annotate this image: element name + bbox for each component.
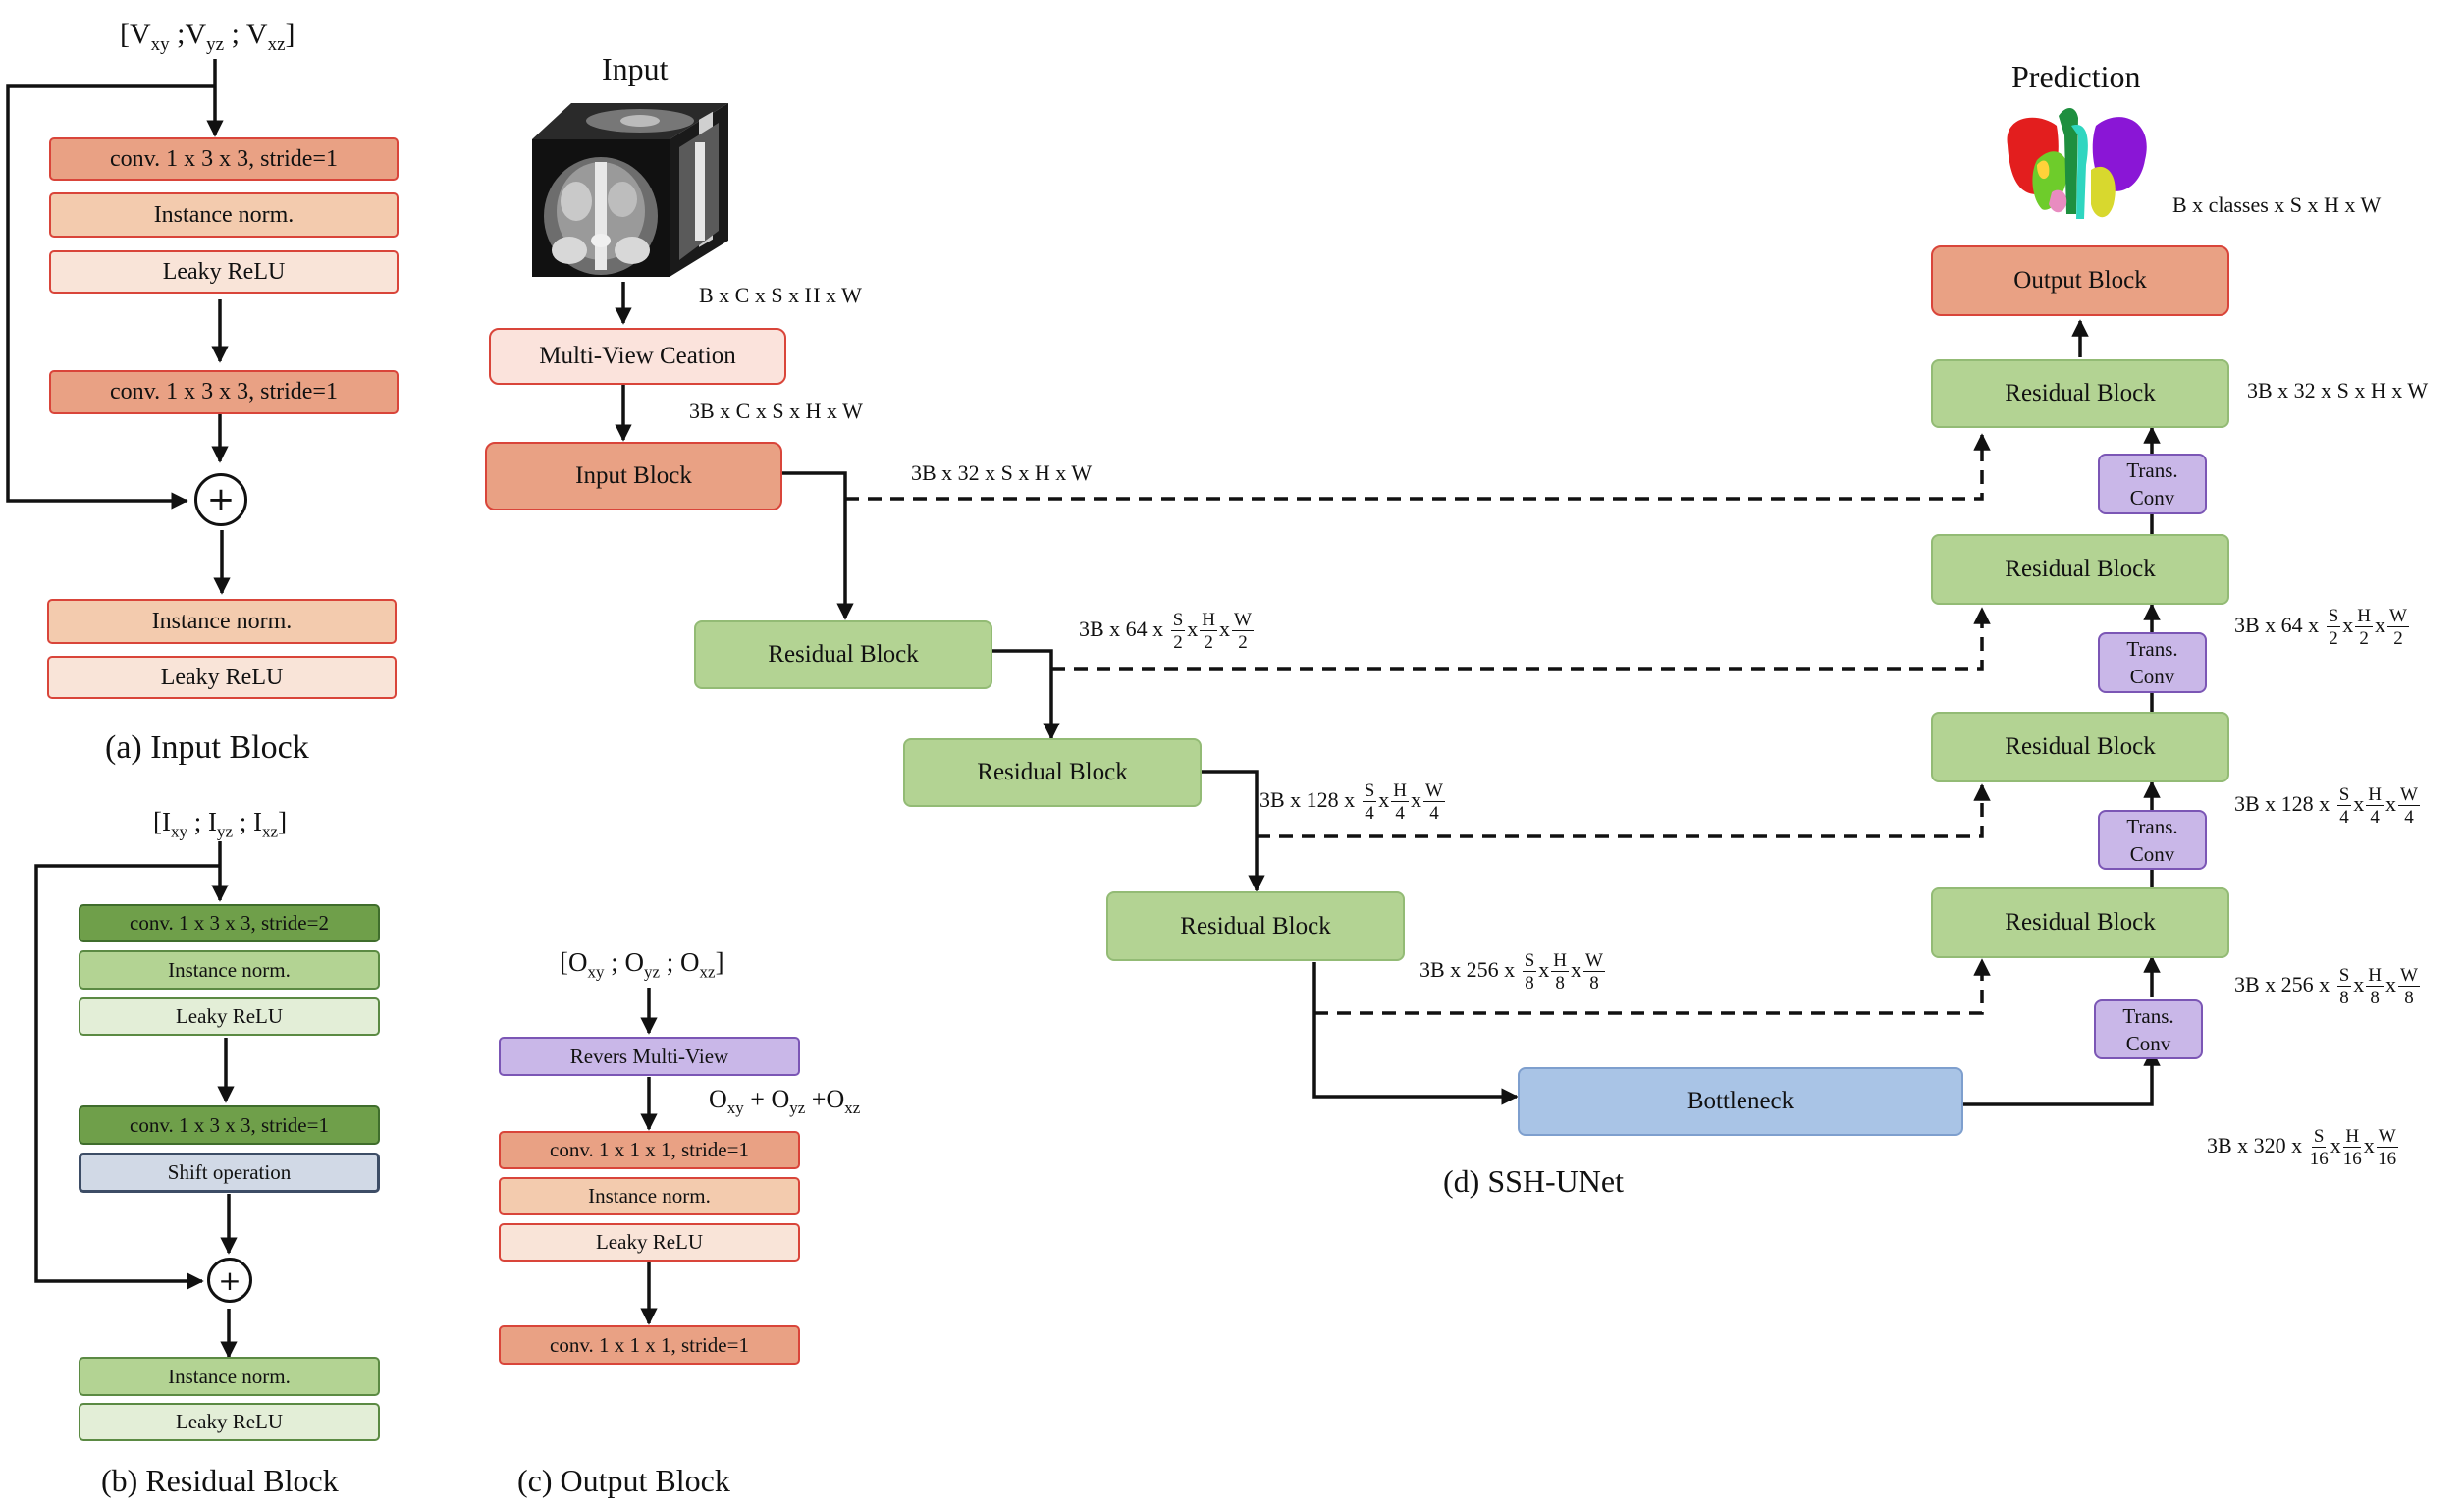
output-block-leaky-relu: Leaky ReLU [499,1223,800,1262]
output-block-caption: (c) Output Block [517,1463,730,1498]
decoder-residual-block-1: Residual Block [1931,887,2229,958]
output-block-conv-1: conv. 1 x 1 x 1, stride=1 [499,1131,800,1169]
multi-view-creation-box: Multi-View Ceation [489,328,786,385]
prediction-organ-image [2007,107,2147,219]
residual-block-conv-2: conv. 1 x 3 x 3, stride=1 [79,1105,380,1145]
arrow-d-enc1 [781,471,854,620]
residual-block-add-node: + [207,1258,252,1303]
output-block-input-label: [Oxy ; Oyz ; Oxz] [560,947,724,982]
trans-conv-4: Trans.Conv [2098,454,2207,514]
input-block-instance-norm-2: Instance norm. [47,599,397,644]
arrow-d-up0 [1961,1048,2161,1106]
decoder-residual-block-3: Residual Block [1931,534,2229,605]
residual-block-shift-operation: Shift operation [79,1153,380,1193]
skip-d-2 [1257,783,1991,838]
dim-output: B x classes x S x H x W [2172,192,2382,217]
dim-multi-view: 3B x C x S x H x W [689,399,863,423]
bottleneck-box: Bottleneck [1518,1067,1963,1136]
residual-block-instance-norm-2: Instance norm. [79,1357,380,1396]
output-block-box: Output Block [1931,245,2229,316]
skip-d-0 [845,433,1991,501]
ssh-unet-caption: (d) SSH-UNet [1443,1163,1624,1199]
arrow-d-bott [1312,962,1519,1105]
skip-a [6,84,215,510]
skip-b [34,864,220,1290]
input-block-leaky-relu-1: Leaky ReLU [49,250,399,294]
dim-skip-0: 3B x 32 x S x H x W [911,460,1093,485]
dim-dec-4: 3B x 32 x S x H x W [2247,378,2429,403]
input-block-instance-norm-1: Instance norm. [49,192,399,238]
arrow-d-enc3 [1199,770,1265,892]
encoder-residual-block-1: Residual Block [694,620,992,689]
residual-block-conv-1: conv. 1 x 3 x 3, stride=2 [79,904,380,942]
ct-volume-image [532,103,728,277]
residual-block-instance-norm-1: Instance norm. [79,950,380,990]
reverse-multi-view-box: Revers Multi-View [499,1037,800,1076]
output-block-instance-norm: Instance norm. [499,1177,800,1215]
trans-conv-1: Trans.Conv [2094,999,2203,1059]
arrow-d-enc2 [991,649,1060,740]
trans-conv-3: Trans.Conv [2098,632,2207,693]
dim-input: B x C x S x H x W [699,283,862,307]
input-block-conv-1: conv. 1 x 3 x 3, stride=1 [49,137,399,181]
residual-block-caption: (b) Residual Block [101,1463,339,1498]
prediction-title: Prediction [2011,59,2141,94]
output-block-view-sum: Oxy + Oyz +Oxz [709,1085,861,1118]
encoder-residual-block-3: Residual Block [1106,891,1405,961]
input-block-input-label: [Vxy ;Vyz ; Vxz] [120,18,295,55]
residual-block-leaky-relu-1: Leaky ReLU [79,997,380,1036]
input-block-caption: (a) Input Block [105,729,309,766]
skip-d-3 [1314,958,1991,1015]
input-block-box: Input Block [485,442,782,510]
encoder-residual-block-2: Residual Block [903,738,1202,807]
input-title: Input [602,51,669,86]
decoder-residual-block-4: Residual Block [1931,359,2229,428]
trans-conv-2: Trans.Conv [2098,810,2207,870]
skip-d-1 [1051,607,1991,671]
residual-block-leaky-relu-2: Leaky ReLU [79,1403,380,1441]
residual-block-input-label: [Ixy ; Iyz ; Ixz] [153,807,288,841]
input-block-add-node: + [194,473,247,526]
input-block-conv-2: conv. 1 x 3 x 3, stride=1 [49,370,399,414]
decoder-residual-block-2: Residual Block [1931,712,2229,782]
input-block-leaky-relu-2: Leaky ReLU [47,656,397,699]
output-block-conv-2: conv. 1 x 1 x 1, stride=1 [499,1325,800,1365]
